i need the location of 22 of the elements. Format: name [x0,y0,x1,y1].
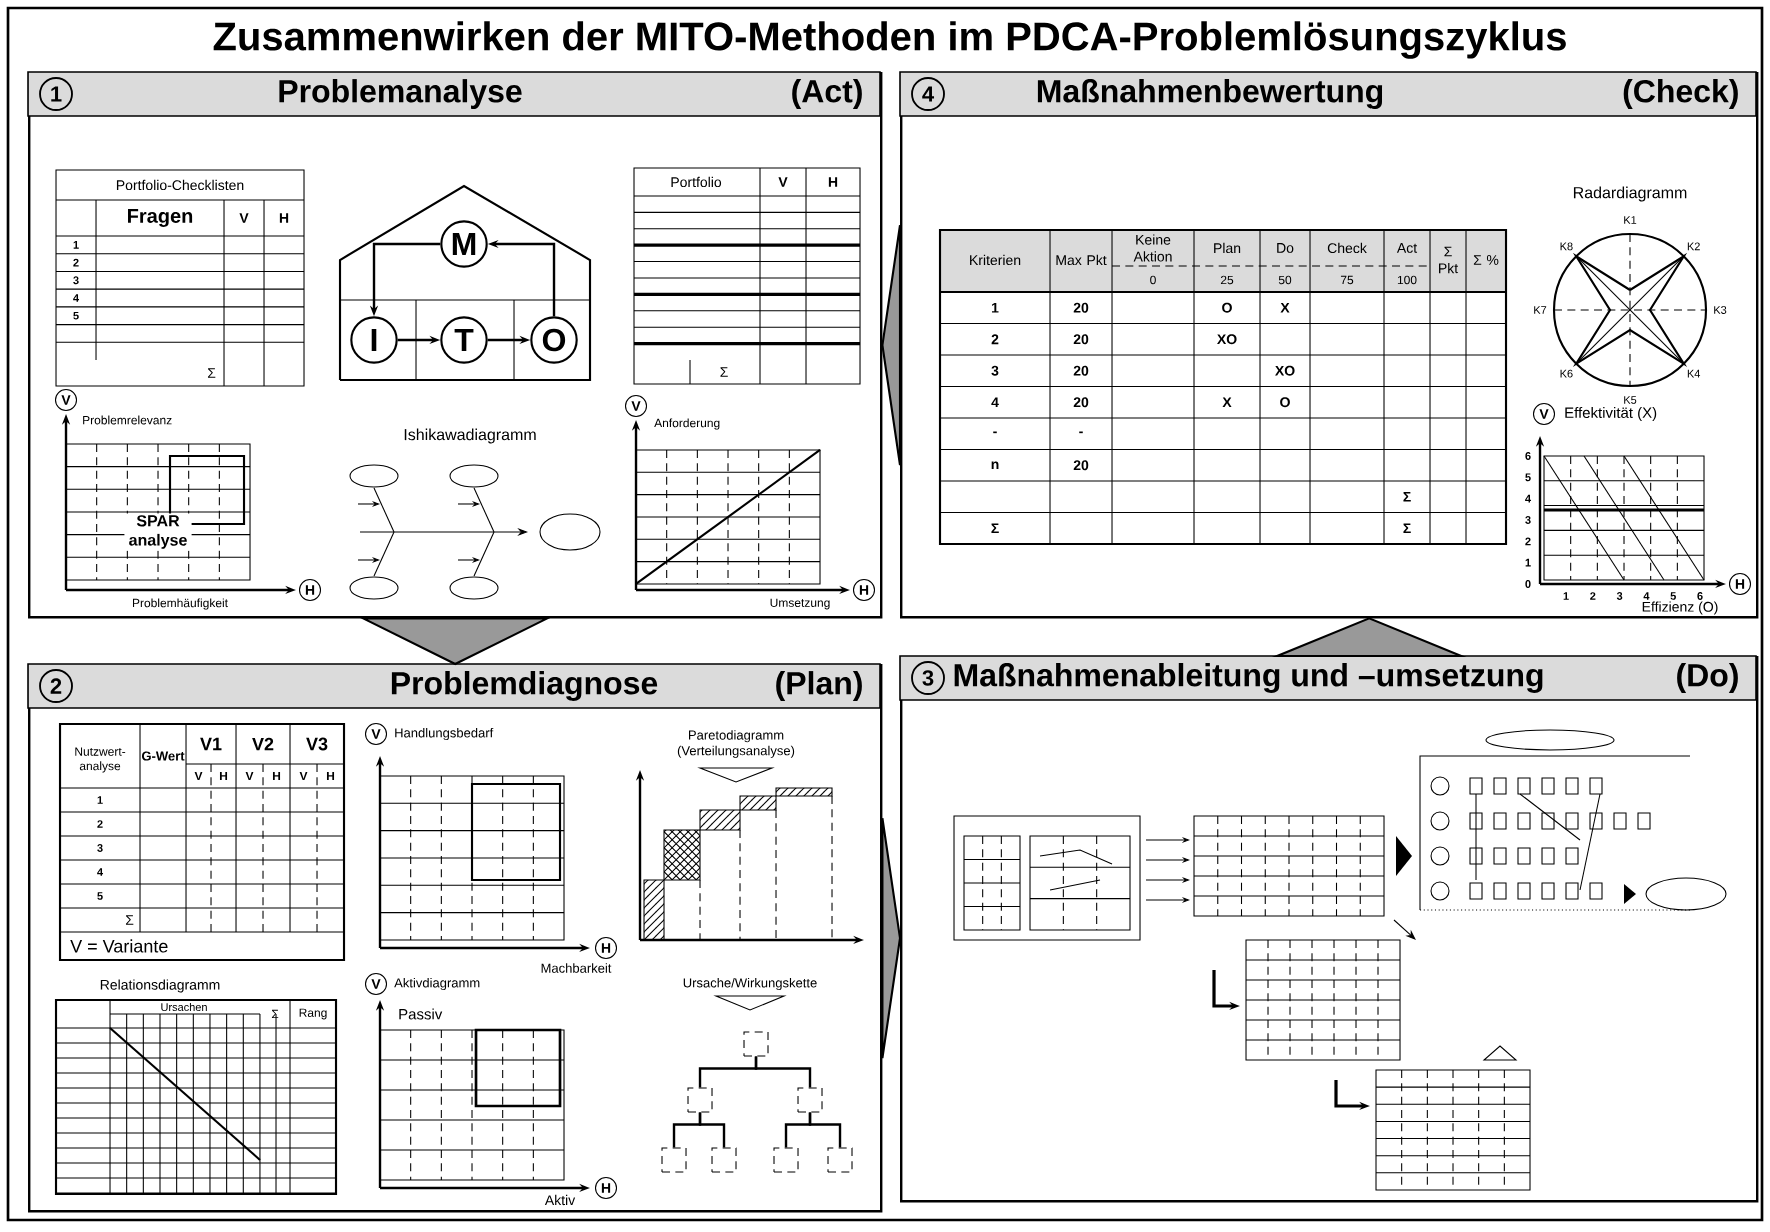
table-cell: V = Variante [70,939,168,953]
small-box [743,1031,769,1057]
chevron-arrow [881,224,902,467]
panel: 3 Maßnahmenableitung und –umsetzung (Do) [899,655,1759,1203]
small-box [687,1087,713,1113]
small-box [797,1087,823,1113]
small-box [661,1147,687,1173]
table-cell: V3 [306,737,328,751]
small-box [827,1147,853,1173]
chart-title: Ishikawadiagramm [404,428,536,444]
chart-title: Radardiagramm [1573,186,1687,202]
table-cell: V1 [200,737,222,751]
connector-line [754,1056,812,1088]
small-box [711,1147,737,1173]
table-cell: Fragen [128,209,193,227]
title: Zusammenwirken der MITO-Methoden im PDCA-Problemlösungszyklus [213,21,1566,59]
chart-label: SPAR analyse [124,513,192,551]
connector-line [808,1112,842,1148]
connector-line [698,1112,726,1148]
chevron-arrow [881,817,902,1060]
small-box [773,1147,799,1173]
table-cell: V2 [252,737,274,751]
